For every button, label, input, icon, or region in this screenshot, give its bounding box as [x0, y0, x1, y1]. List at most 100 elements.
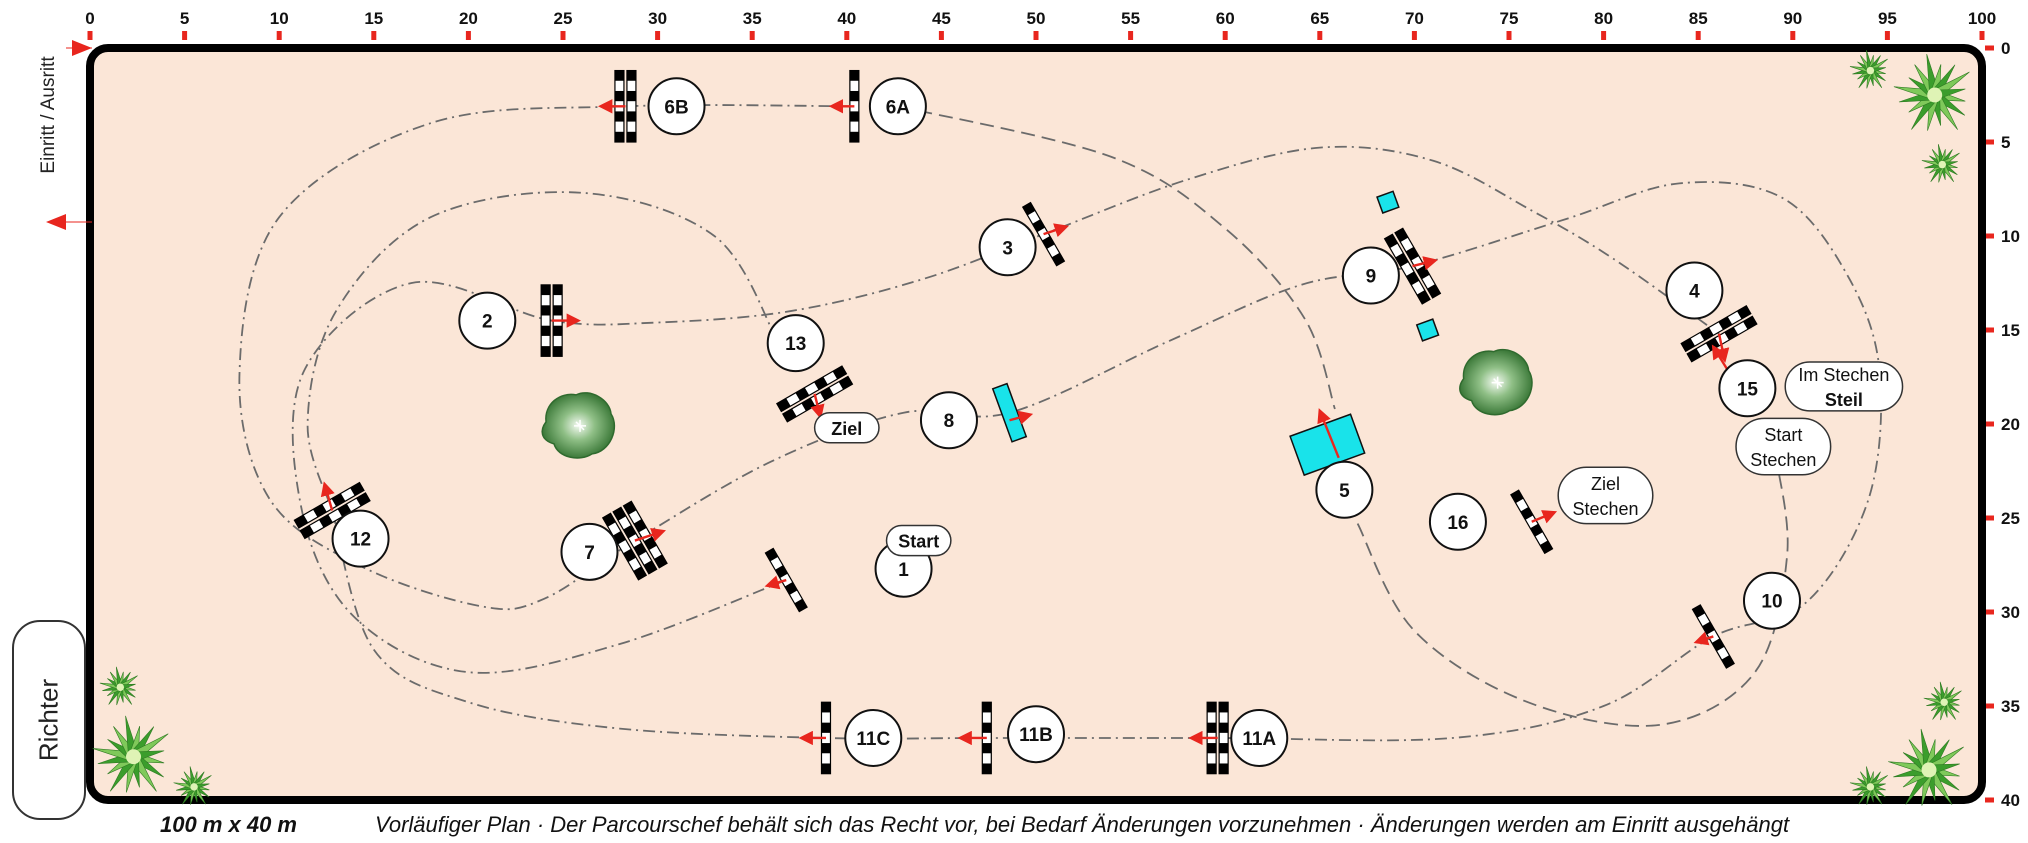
obstacle-number: 6A — [886, 97, 911, 118]
obstacle-marker: 11C — [844, 708, 903, 767]
fence-stripe — [1395, 228, 1409, 243]
top-ruler-label: 5 — [180, 9, 189, 28]
note-text: Start — [1764, 425, 1802, 445]
fence-stripe — [814, 376, 828, 390]
fence-stripe — [614, 70, 624, 81]
fence-stripe — [541, 284, 551, 296]
fence-stripe — [318, 514, 333, 528]
obstacle-marker-circle — [1341, 246, 1400, 305]
fence-stripe — [1705, 337, 1720, 351]
top-ruler-tick — [1317, 31, 1323, 40]
right-ruler-label: 20 — [2001, 415, 2020, 434]
note-text: Im Stechen — [1798, 365, 1889, 385]
top-ruler-label: 45 — [932, 9, 951, 28]
obstacle-number: 3 — [1002, 238, 1013, 259]
fence-stripe — [821, 743, 831, 754]
top-ruler-label: 25 — [554, 9, 573, 28]
fence-stripe — [1032, 219, 1046, 233]
direction-arrow — [1693, 631, 1714, 646]
right-ruler-label: 15 — [2001, 321, 2020, 340]
obstacle-marker: 16 — [1428, 492, 1487, 551]
water-icon — [991, 382, 1028, 443]
top-ruler-tick — [465, 31, 471, 40]
fence-13 — [776, 365, 854, 423]
fence-stripe — [602, 513, 616, 527]
top-ruler-tick — [1601, 31, 1607, 40]
plant-center — [190, 783, 198, 791]
right-ruler-tick — [1985, 45, 1994, 51]
fence-stripe — [1699, 327, 1714, 341]
plant-center — [1866, 783, 1875, 791]
right-ruler-label: 30 — [2001, 603, 2020, 622]
fence-stripe — [1051, 252, 1065, 266]
water-icon — [1415, 318, 1440, 342]
fence-stripe — [982, 743, 992, 754]
fence-stripe — [776, 398, 791, 412]
obstacle-marker-circle — [1315, 460, 1374, 519]
obstacle-marker: 11A — [1230, 708, 1289, 767]
fence-stripe — [1207, 763, 1217, 774]
obstacle-marker: 9 — [1341, 246, 1400, 305]
plant-icon — [1893, 54, 1970, 131]
obstacle-marker-circle — [978, 218, 1037, 277]
tree-center — [574, 419, 587, 432]
fence-stripe — [1711, 638, 1725, 652]
direction-arrow — [1043, 223, 1070, 238]
obstacle-marker: 13 — [766, 314, 825, 373]
obstacle-marker-circle — [1718, 359, 1777, 418]
plant-icon — [1921, 144, 1960, 183]
fence-stripe — [300, 525, 315, 539]
note-text: Ziel — [1591, 474, 1620, 494]
plant-center — [1927, 87, 1943, 103]
top-ruler-label: 90 — [1783, 9, 1802, 28]
obstacle-marker-circle — [647, 77, 706, 136]
note-bubble-shape — [1735, 417, 1832, 476]
fence-rail — [626, 69, 637, 143]
right-ruler-label: 0 — [2001, 39, 2010, 58]
top-ruler-tick — [938, 31, 944, 40]
note-bubble-shape — [813, 411, 880, 444]
fence-stripe — [626, 70, 636, 81]
fence-stripe — [1406, 271, 1420, 286]
fence-stripe — [982, 722, 992, 733]
plant-icon — [99, 666, 138, 706]
fence-stripe — [613, 507, 627, 521]
fence-stripe — [614, 131, 624, 142]
right-ruler-tick — [1985, 233, 1994, 239]
obstacle-marker-circle — [1428, 492, 1487, 551]
obstacle-marker-circle — [1665, 261, 1724, 320]
fence-stripe — [801, 397, 816, 412]
fence-stripe — [832, 366, 847, 380]
fence-4 — [1680, 305, 1758, 363]
fence-stripe — [1207, 743, 1217, 754]
fence-stripe — [633, 566, 647, 580]
judge-box: Richter — [12, 620, 86, 820]
fence-stripe — [337, 503, 352, 517]
fence-stripe — [821, 722, 831, 733]
top-ruler-tick — [371, 31, 377, 40]
fence-stripe — [614, 90, 624, 102]
right-ruler-tick — [1985, 139, 1994, 145]
top-ruler-label: 55 — [1121, 9, 1140, 28]
top-ruler-label: 100 — [1968, 9, 1996, 28]
fence-7 — [601, 500, 668, 581]
obstacle-marker: 4 — [1665, 261, 1724, 320]
direction-arrows — [320, 99, 1730, 746]
fence-stripe — [982, 702, 992, 713]
note-text: Start — [898, 532, 939, 552]
obstacle-marker: 15 — [1718, 359, 1777, 418]
direction-arrow — [1531, 510, 1558, 524]
obstacle-marker: 3 — [978, 218, 1037, 277]
footer-note: Vorläufiger Plan · Der Parcourschef behä… — [375, 812, 1790, 837]
fence-stripe — [541, 325, 551, 336]
fence-rail — [540, 284, 551, 357]
obstacle-marker: 5 — [1315, 460, 1374, 519]
obstacle-marker: 6B — [647, 77, 706, 136]
top-ruler-label: 40 — [837, 9, 856, 28]
fence-stripe — [1219, 763, 1229, 774]
fence-stripe — [1022, 202, 1036, 216]
